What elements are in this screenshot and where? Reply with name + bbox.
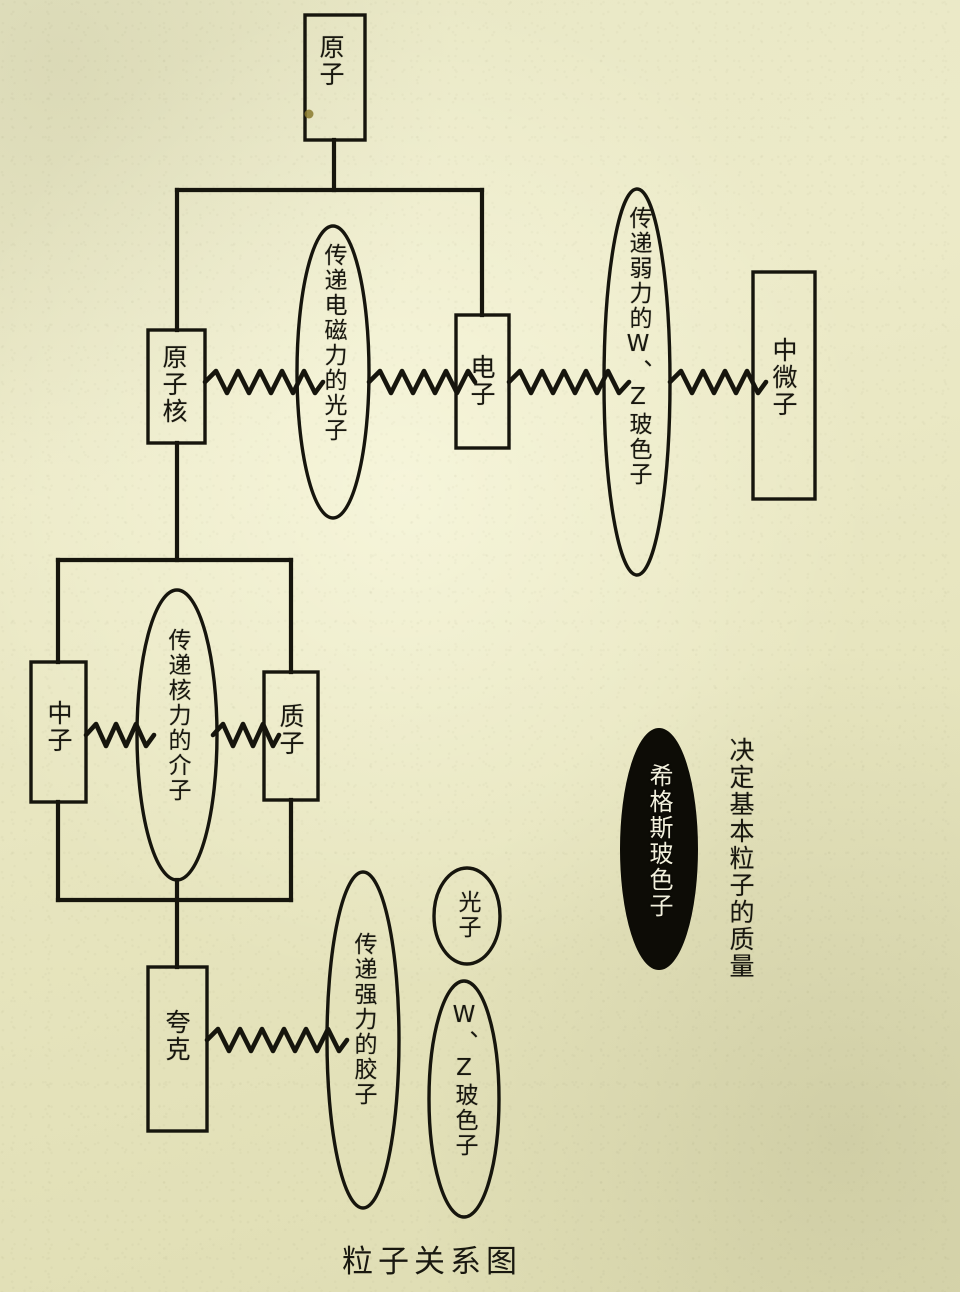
higgs-boson-ellipse[interactable] [620, 728, 698, 970]
node-neutrino-box[interactable] [751, 270, 817, 501]
legend-photon-label: 光子 [454, 890, 480, 940]
mediator-photon-em-label: 传递电磁力的光子 [320, 243, 346, 443]
node-electron-box[interactable] [454, 313, 511, 450]
mediator-wz-weak-label: 传递弱力的W、Z玻色子 [625, 206, 651, 487]
mediator-photon-em-ellipse[interactable] [295, 224, 371, 520]
mediator-gluon-label: 传递强力的胶子 [350, 932, 376, 1107]
wave-nucleus-photon [202, 368, 326, 396]
mediator-meson-ellipse[interactable] [135, 588, 219, 882]
node-neutrino-label: 中微子 [769, 337, 798, 418]
higgs-mass-note: 决定基本粒子的质量 [726, 737, 755, 980]
mediator-meson-label: 传递核力的介子 [164, 628, 190, 803]
tree-connectors [55, 137, 485, 970]
ink-speck [304, 109, 314, 119]
node-atom-label: 原子 [316, 34, 345, 88]
node-quark-label: 夸克 [162, 1009, 191, 1063]
node-proton-box[interactable] [262, 670, 320, 802]
mediator-gluon-ellipse[interactable] [325, 870, 401, 1210]
wave-meson-proton [210, 721, 282, 749]
wave-photon-electron [366, 368, 478, 396]
higgs-boson-label: 希格斯玻色子 [645, 763, 673, 919]
legend-photon-ellipse[interactable] [432, 866, 502, 966]
diagram-caption: 粒子关系图 [342, 1244, 522, 1280]
node-neutron-box[interactable] [29, 660, 88, 804]
node-shapes [29, 13, 817, 1219]
node-electron-label: 电子 [467, 354, 496, 408]
node-proton-label: 质子 [276, 703, 305, 757]
node-nucleus-label: 原子核 [159, 344, 188, 425]
legend-wz-label: W、Z玻色子 [451, 1002, 477, 1158]
node-atom-box[interactable] [303, 13, 367, 142]
node-quark-box[interactable] [146, 965, 209, 1133]
node-neutron-label: 中子 [44, 700, 73, 754]
wave-neutron-meson [83, 721, 157, 749]
node-nucleus-box[interactable] [146, 328, 207, 445]
legend-wz-ellipse[interactable] [427, 979, 501, 1219]
wavy-connectors [83, 368, 769, 1054]
mediator-wz-weak-ellipse[interactable] [602, 187, 672, 577]
wave-electron-wz [506, 368, 632, 396]
